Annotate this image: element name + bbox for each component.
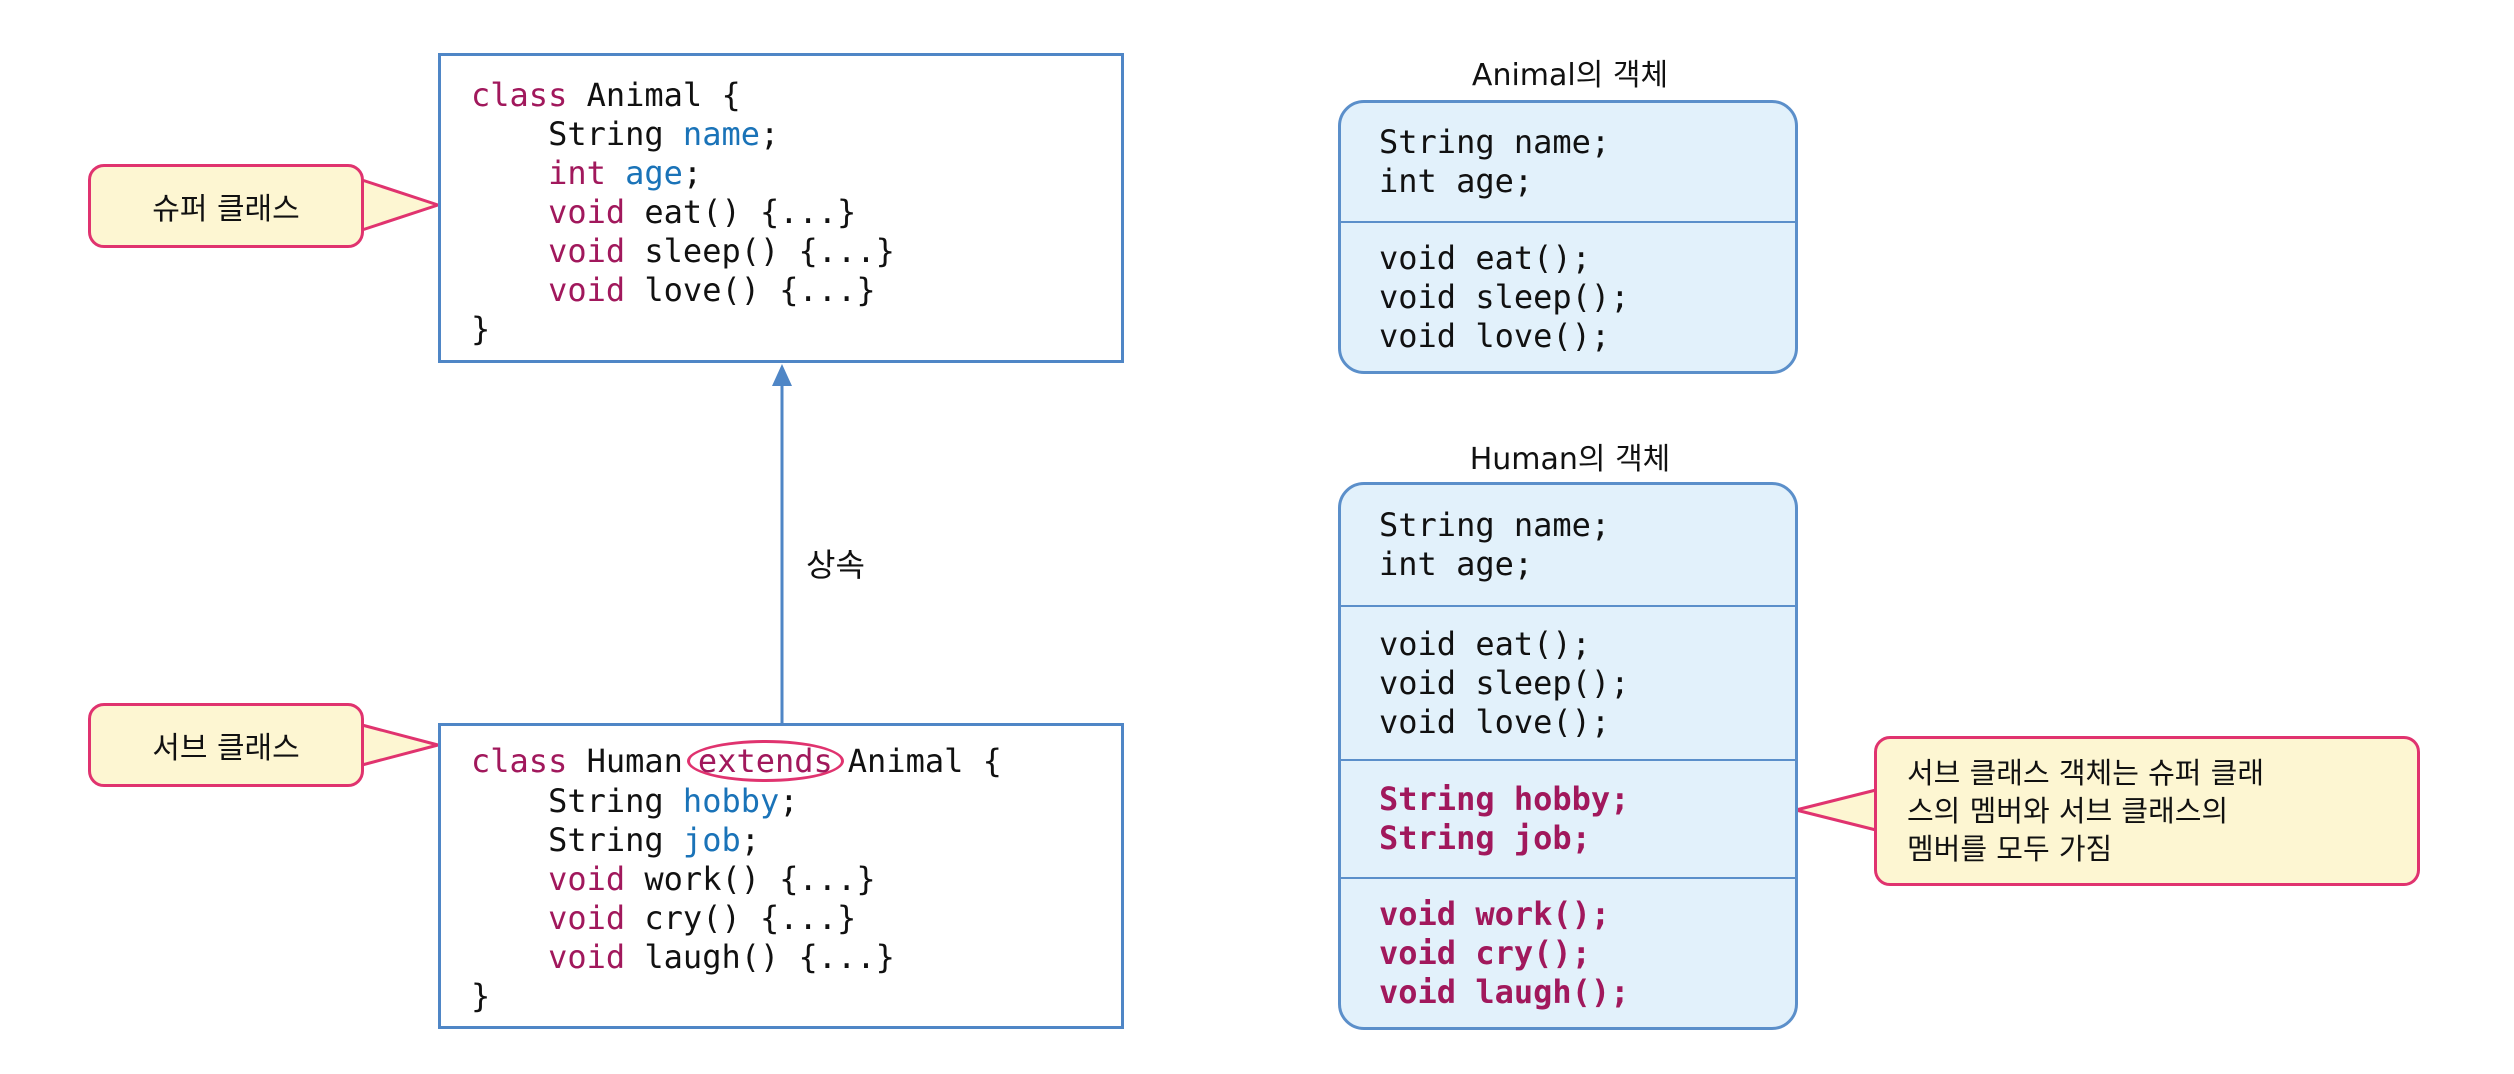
note-callout-tail — [1794, 788, 1878, 832]
code-line: String name; — [548, 115, 780, 153]
code-line: void sleep() {...} — [548, 232, 895, 270]
code-line: String hobby; — [548, 782, 799, 820]
animal-object-methods: void eat(); void sleep(); void love(); — [1341, 221, 1795, 371]
human-object-box: String name; int age; void eat(); void s… — [1338, 482, 1798, 1030]
code-line: class Animal { — [471, 76, 741, 114]
code-line: int age; — [548, 154, 703, 192]
human-object-title: Human의 객체 — [1469, 442, 1671, 477]
human-object-fields: String name; int age; — [1341, 485, 1795, 605]
animal-object-box: String name; int age; void eat(); void s… — [1338, 100, 1798, 374]
code-line: } — [471, 310, 491, 348]
animal-object-title: Animal의 객체 — [1471, 58, 1669, 93]
code-line: void eat() {...} — [548, 193, 857, 231]
member-line: void eat(); — [1379, 238, 1591, 277]
member-line: void work(); — [1379, 894, 1611, 933]
code-line: void cry() {...} — [548, 899, 857, 937]
member-line: int age; — [1379, 162, 1534, 200]
member-line: void love(); — [1379, 702, 1611, 741]
member-line: String name; — [1379, 506, 1611, 544]
member-line: String hobby; — [1379, 780, 1630, 818]
inheritance-arrow-head — [772, 364, 792, 386]
code-line: String job; — [548, 821, 760, 859]
extends-highlight: extends — [686, 740, 844, 782]
super-callout-tail — [360, 178, 440, 232]
member-line: void sleep(); — [1379, 277, 1630, 316]
sub-callout-tail — [360, 723, 440, 767]
code-line: void love() {...} — [548, 271, 876, 309]
super-class-label: 슈퍼 클래스 — [152, 192, 300, 227]
note-callout: 서브 클래스 객체는 슈퍼 클래 스의 멤버와 서브 클래스의 멤버를 모두 가… — [1874, 736, 2420, 886]
member-line: String name; — [1379, 123, 1611, 161]
animal-class-box: class Animal { String name; int age; voi… — [438, 53, 1124, 363]
human-object-own-methods: void work(); void cry(); void laugh(); — [1341, 877, 1795, 1027]
member-line: String job; — [1379, 819, 1591, 857]
member-line: int age; — [1379, 545, 1534, 583]
sub-class-label: 서브 클래스 — [152, 731, 300, 766]
member-line: void cry(); — [1379, 933, 1591, 972]
member-line: void sleep(); — [1379, 663, 1630, 702]
animal-object-fields: String name; int age; — [1341, 103, 1795, 221]
inheritance-label: 상속 — [806, 546, 865, 584]
human-object-methods: void eat(); void sleep(); void love(); — [1341, 605, 1795, 759]
human-object-own-fields: String hobby; String job; — [1341, 759, 1795, 877]
note-line: 스의 멤버와 서브 클래스의 — [1907, 794, 2229, 828]
note-line: 서브 클래스 객체는 슈퍼 클래 — [1907, 756, 2265, 790]
code-line: } — [471, 977, 491, 1015]
member-line: void eat(); — [1379, 624, 1591, 663]
code-line: void work() {...} — [548, 860, 876, 898]
sub-class-callout: 서브 클래스 — [88, 703, 364, 787]
super-class-callout: 슈퍼 클래스 — [88, 164, 364, 248]
code-line: void laugh() {...} — [548, 938, 895, 976]
member-line: void laugh(); — [1379, 972, 1630, 1011]
note-line: 멤버를 모두 가짐 — [1907, 832, 2113, 866]
member-line: void love(); — [1379, 316, 1611, 355]
